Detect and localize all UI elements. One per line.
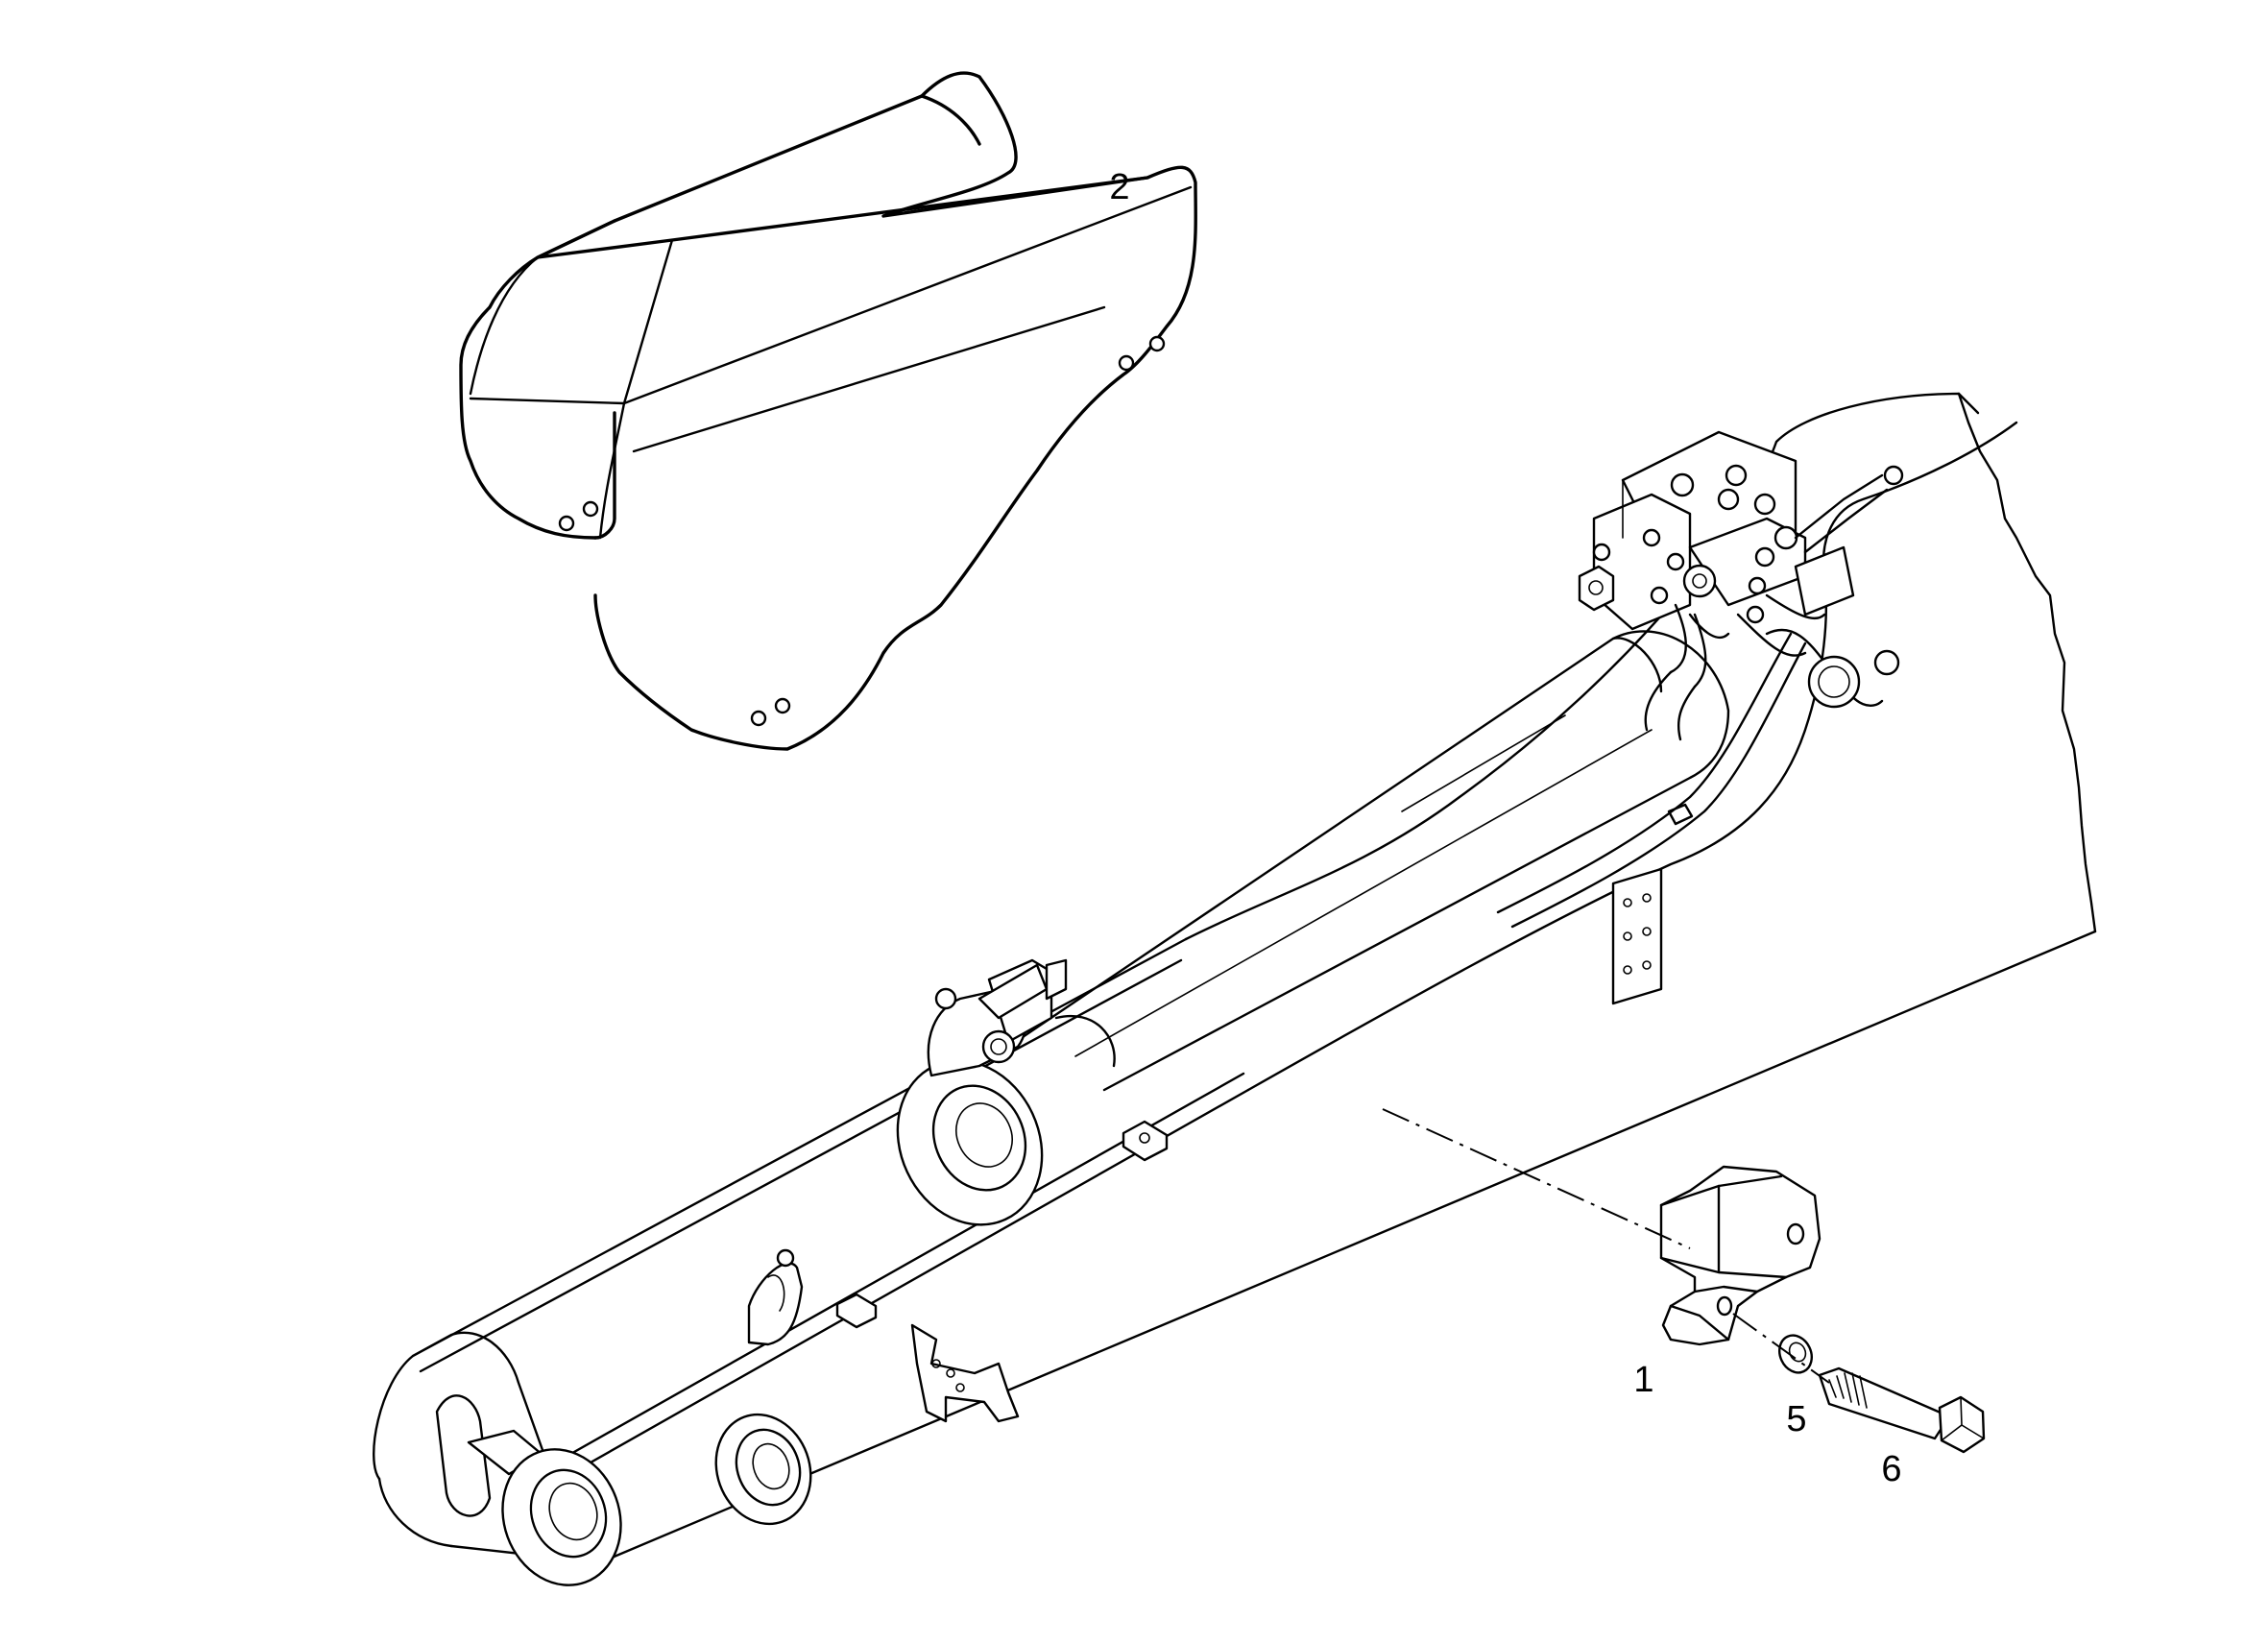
callout-label-6: 6 bbox=[1881, 1449, 1902, 1489]
callout-label-5: 5 bbox=[1786, 1399, 1807, 1439]
bolt bbox=[1818, 1366, 1986, 1454]
cylinder-guard-cover bbox=[459, 71, 1197, 751]
valve-fittings bbox=[1578, 464, 1798, 624]
assembly-line-bolt bbox=[1732, 1313, 1830, 1384]
assembly-line-bracket bbox=[1382, 1108, 1691, 1249]
callout-label-2: 2 bbox=[1109, 167, 1130, 207]
mounting-bracket bbox=[1659, 1165, 1822, 1346]
callout-label-1: 1 bbox=[1633, 1360, 1654, 1400]
hydraulic-cylinder bbox=[896, 430, 1904, 1226]
boom-arm bbox=[373, 392, 2097, 1586]
